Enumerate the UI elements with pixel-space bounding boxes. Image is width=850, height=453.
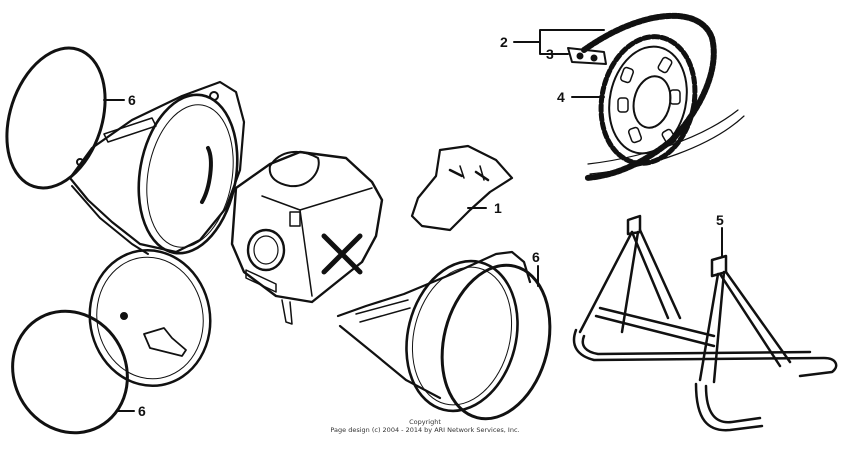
drive-chain: [581, 12, 745, 181]
callout-4: 4: [557, 89, 565, 105]
air-box-cover-part-1: [410, 144, 514, 232]
callout-3: 3: [546, 46, 554, 62]
leader-line-2: [513, 29, 605, 55]
air-cleaner-cover-left: [88, 248, 212, 388]
callout-6-bottom-left: 6: [138, 403, 146, 419]
callout-1: 1: [494, 200, 502, 216]
chain-master-link: [567, 47, 607, 65]
copyright-line: Copyright: [409, 418, 441, 426]
air-cleaner-case-left: [68, 80, 246, 255]
air-filter-element-top-left: [5, 46, 107, 190]
air-filter-element-bottom-left: [11, 309, 129, 435]
callout-2: 2: [500, 34, 508, 50]
air-box-housing: [230, 150, 384, 325]
air-cleaner-case-right: [336, 250, 552, 421]
copyright-notice: Page design (c) 2004 - 2014 by ARI Netwo…: [330, 426, 520, 434]
callout-6-top-left: 6: [128, 92, 136, 108]
drive-sprocket: [598, 34, 698, 166]
maintenance-stand: [572, 214, 838, 432]
callout-6-center: 6: [532, 249, 540, 265]
callout-5: 5: [716, 212, 724, 228]
